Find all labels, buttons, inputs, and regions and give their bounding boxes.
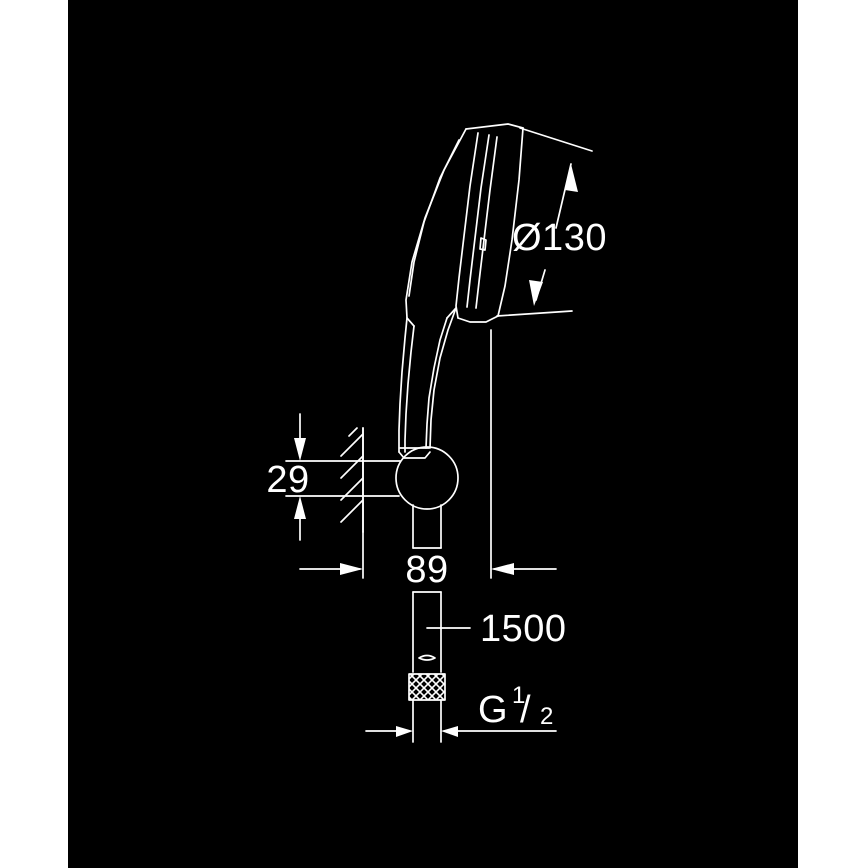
label-projection: 89	[405, 549, 448, 591]
holder-ring	[395, 446, 459, 510]
label-wall-offset: 29	[266, 459, 309, 501]
shower-head	[405, 123, 524, 327]
wall-bracket	[362, 460, 401, 497]
label-head-diameter: Ø130	[512, 217, 607, 259]
label-thread-slash: /	[520, 689, 531, 731]
dimension-projection	[299, 329, 557, 579]
label-thread-letter: G	[478, 689, 508, 731]
shower-hose	[412, 504, 442, 743]
drawing-canvas	[68, 0, 798, 868]
label-hose-length: 1500	[480, 608, 567, 650]
dimension-head-diameter	[496, 127, 593, 317]
dimension-thread	[365, 726, 557, 737]
label-thread-numerator: 1	[512, 682, 525, 709]
dimension-wall-offset	[285, 413, 364, 541]
label-thread-denominator: 2	[540, 703, 553, 730]
shower-handle	[398, 307, 457, 459]
knurled-nut	[408, 673, 446, 701]
label-thread: G 1 / 2	[478, 682, 553, 731]
wall-hatching	[340, 427, 364, 533]
